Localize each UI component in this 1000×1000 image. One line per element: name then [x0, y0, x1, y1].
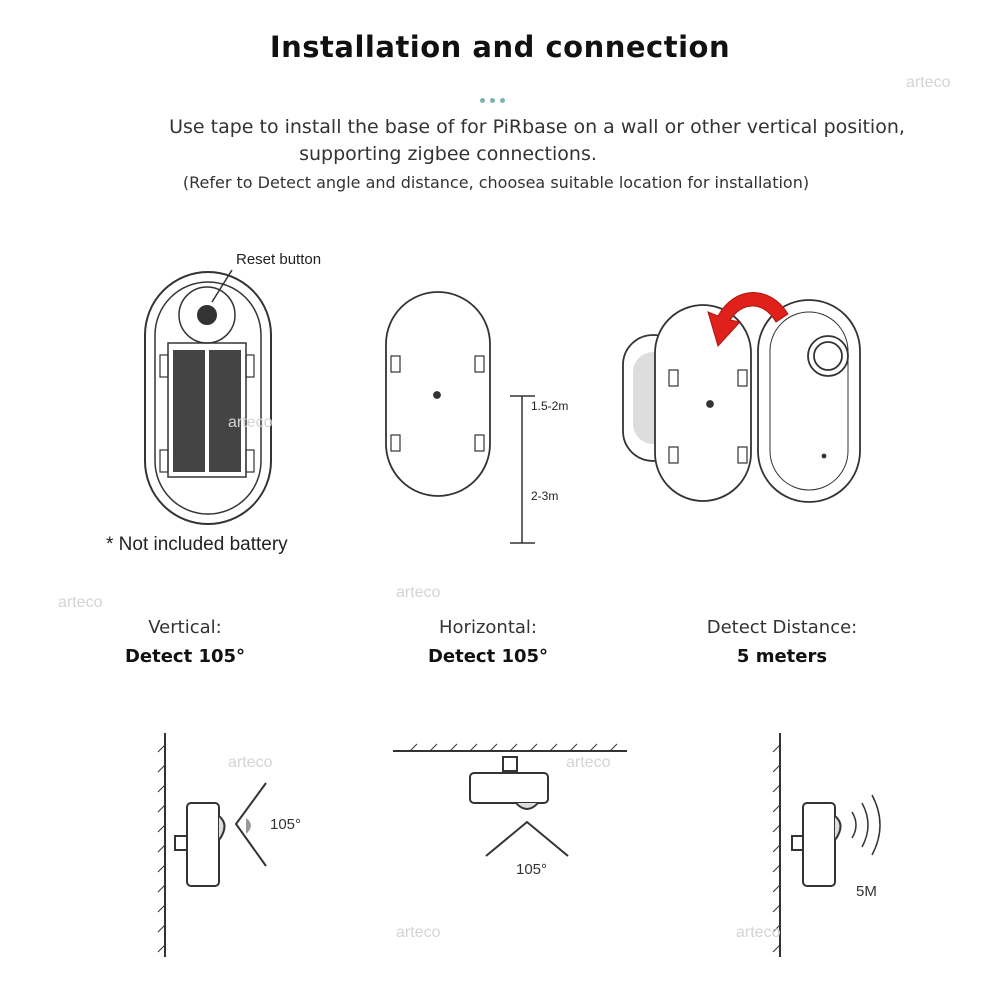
reset-pointer-line: [211, 269, 233, 303]
base-plate-illustration: [385, 291, 491, 497]
height-scale: [510, 395, 535, 544]
reset-button-label: Reset button: [236, 251, 322, 268]
intro-note: (Refer to Detect angle and distance, cho…: [182, 173, 810, 192]
intro-line-2: supporting zigbee connections.: [299, 143, 597, 165]
intro-line-1: Use tape to install the base of for PiRb…: [169, 116, 905, 138]
battery-cells: [173, 350, 241, 472]
horizontal-detection-diagram: [393, 743, 627, 857]
distance-label: 5M: [856, 883, 877, 900]
spec-distance: Detect Distance: 5 meters: [672, 617, 892, 667]
spec-vertical: Vertical: Detect 105°: [75, 617, 295, 667]
title-divider-dots: [480, 88, 520, 103]
height-lower-label: 2-3m: [531, 489, 559, 503]
watermark: arteco: [396, 584, 441, 601]
horizontal-angle-label: 105°: [516, 861, 548, 878]
watermark: arteco: [58, 594, 103, 611]
battery-compartment-illustration: [144, 271, 272, 525]
watermark: arteco: [736, 924, 781, 941]
mount-illustration: [622, 299, 861, 503]
watermark: arteco: [906, 74, 951, 91]
spec-value: Detect 105°: [124, 646, 246, 667]
spec-key: Vertical:: [148, 617, 222, 638]
watermark: arteco: [228, 754, 273, 771]
spec-value: Detect 105°: [427, 646, 549, 667]
watermark: arteco: [396, 924, 441, 941]
vertical-detection-diagram: [157, 733, 267, 957]
mount-arrow: [707, 292, 789, 347]
spec-value: 5 meters: [736, 646, 828, 667]
vertical-angle-label: 105°: [270, 816, 302, 833]
distance-detection-diagram: [772, 733, 881, 957]
watermark: arteco: [566, 754, 611, 771]
page-title: Installation and connection: [269, 30, 731, 64]
battery-note: * Not included battery: [106, 534, 288, 555]
spec-key: Detect Distance:: [706, 617, 858, 638]
height-upper-label: 1.5-2m: [531, 399, 569, 413]
spec-horizontal: Horizontal: Detect 105°: [378, 617, 598, 667]
watermark: arteco: [228, 414, 273, 431]
spec-key: Horizontal:: [439, 617, 537, 638]
